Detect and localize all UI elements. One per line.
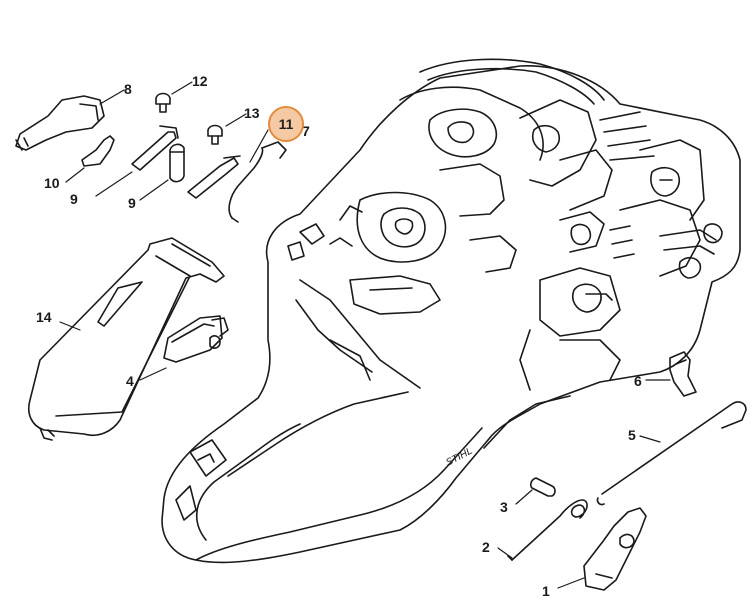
part-13-screw-a[interactable] — [155, 92, 171, 113]
callout-10[interactable]: 9 — [70, 191, 78, 207]
part-2-spring[interactable] — [507, 499, 588, 561]
part-1-lever[interactable] — [583, 507, 647, 591]
callout-7[interactable]: 7 — [302, 123, 310, 139]
callout-12[interactable]: 10 — [44, 175, 60, 191]
brand-mark: STIHL — [444, 446, 474, 469]
callout-5[interactable]: 5 — [628, 427, 636, 443]
callout-14[interactable]: 14 — [36, 309, 52, 325]
callout-8[interactable]: 8 — [124, 81, 132, 97]
callout-11-highlight[interactable]: 11 — [268, 106, 304, 142]
callout-6[interactable]: 6 — [634, 373, 642, 389]
callout-3[interactable]: 3 — [500, 499, 508, 515]
part-12-interlock-lever[interactable] — [81, 135, 115, 167]
part-5-rod[interactable] — [596, 401, 747, 506]
part-13-screw-b[interactable] — [207, 124, 223, 145]
callout-1[interactable]: 1 — [542, 583, 550, 599]
callout-13b[interactable]: 13 — [244, 105, 260, 121]
callout-2[interactable]: 2 — [482, 539, 490, 555]
callout-4[interactable]: 4 — [126, 373, 134, 389]
part-9-pin[interactable] — [169, 143, 185, 183]
part-11-rod[interactable] — [187, 155, 241, 199]
part-6-clip[interactable] — [669, 351, 697, 397]
callout-9[interactable]: 9 — [128, 195, 136, 211]
chainsaw-housing — [161, 58, 741, 564]
part-8-throttle-trigger[interactable] — [15, 95, 105, 151]
callout-11-label: 11 — [278, 116, 294, 132]
leader-lines — [59, 81, 671, 589]
part-7-wire[interactable] — [228, 141, 287, 223]
part-10-rod[interactable] — [131, 125, 179, 171]
part-4-cover[interactable] — [163, 315, 229, 363]
callout-13a[interactable]: 12 — [192, 73, 208, 89]
part-3-pin[interactable] — [530, 477, 556, 497]
part-14-handle-cover[interactable] — [28, 237, 225, 441]
